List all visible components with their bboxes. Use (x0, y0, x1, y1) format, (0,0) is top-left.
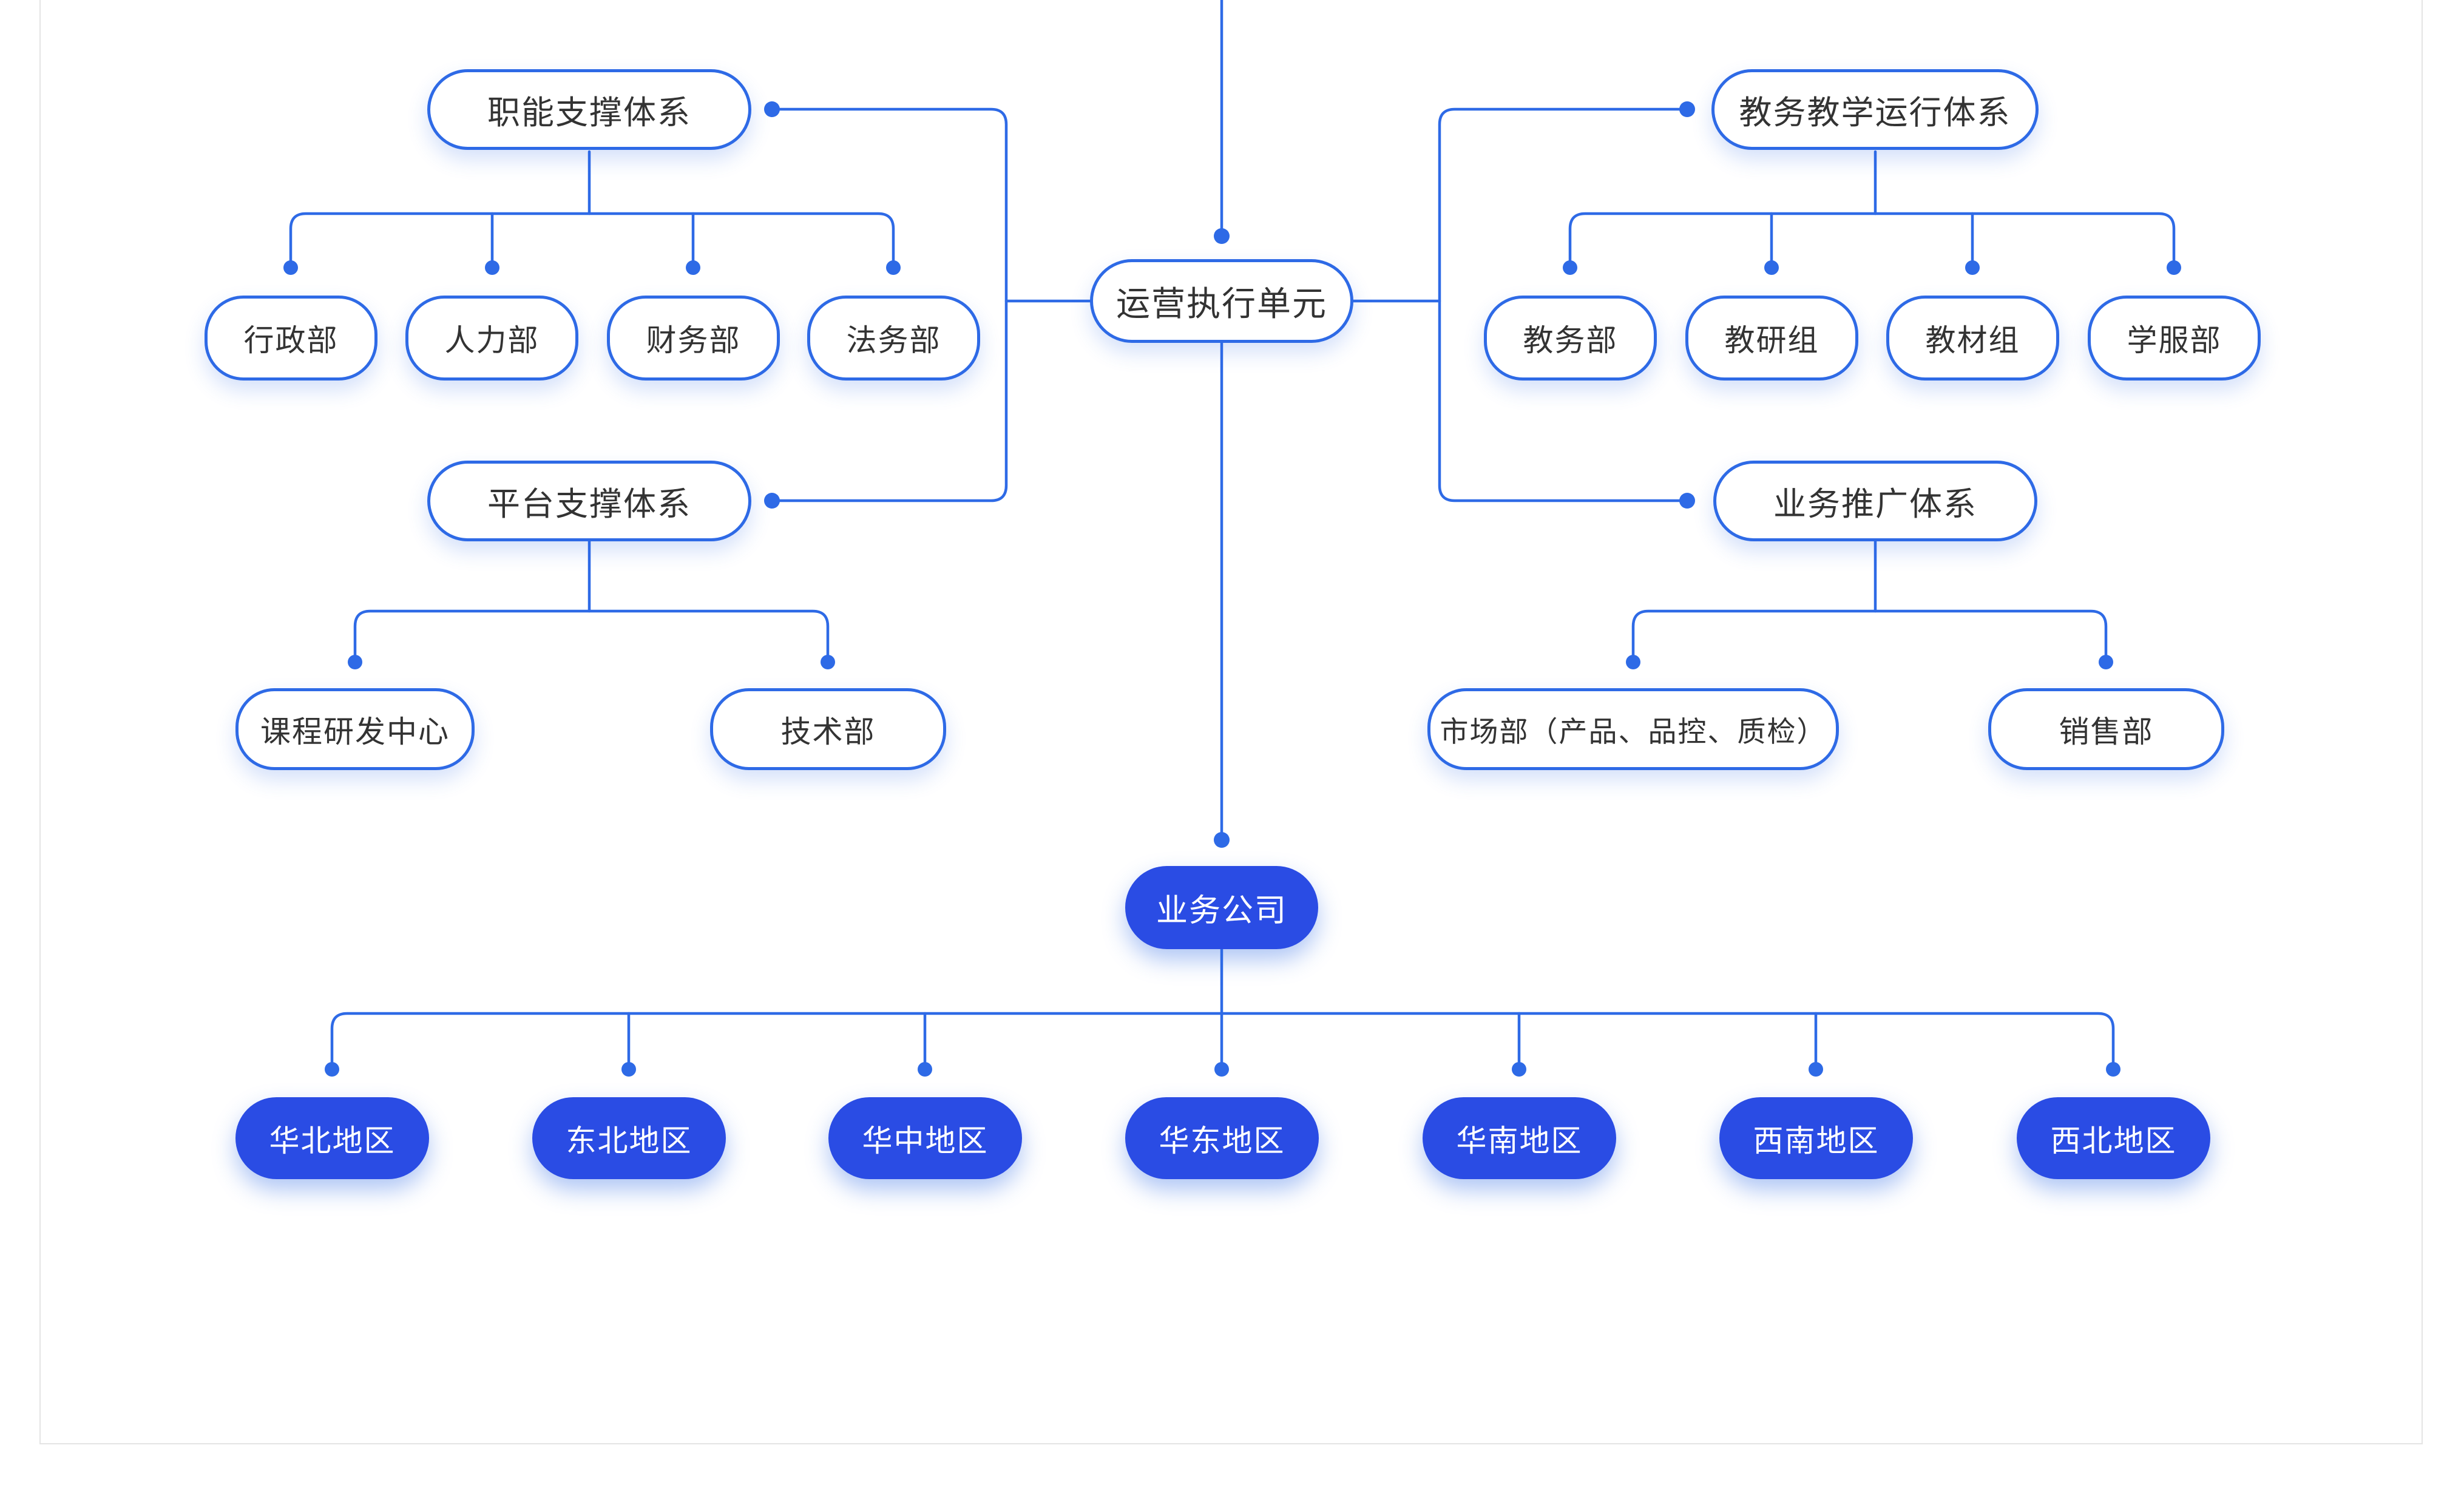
connector-dist-promotion (1631, 609, 2108, 661)
dot (918, 1062, 932, 1077)
node-student-service-dept[interactable]: 学服部 (2088, 296, 2261, 381)
connector-dots (283, 101, 2181, 1077)
dot (686, 260, 700, 275)
dot (1764, 260, 1779, 275)
node-region-east-china[interactable]: 华东地区 (1125, 1097, 1319, 1179)
dot (886, 260, 901, 275)
dot (621, 1062, 636, 1077)
node-admin-dept[interactable]: 行政部 (205, 296, 377, 381)
node-region-southwest[interactable]: 西南地区 (1719, 1097, 1913, 1179)
dot-academic (1679, 101, 1695, 117)
node-region-northeast[interactable]: 东北地区 (532, 1097, 726, 1179)
dot (1809, 1062, 1823, 1077)
dot-above-company (1214, 832, 1230, 848)
connector-dist-platform (353, 609, 830, 661)
node-academic-operation-system[interactable]: 教务教学运行体系 (1711, 69, 2039, 150)
dot (2099, 655, 2113, 669)
connector-dist-academic (1568, 212, 2176, 266)
node-marketing-dept[interactable]: 市场部（产品、品控、质检） (1427, 688, 1839, 770)
dot (821, 655, 835, 669)
node-teaching-research-group[interactable]: 教研组 (1685, 296, 1858, 381)
node-region-north-china[interactable]: 华北地区 (235, 1097, 429, 1179)
dot (485, 260, 499, 275)
node-region-central-china[interactable]: 华中地区 (828, 1097, 1022, 1179)
dot (1626, 655, 1640, 669)
dot (1965, 260, 1980, 275)
dot-promotion (1679, 493, 1695, 509)
node-platform-support-system[interactable]: 平台支撑体系 (427, 461, 751, 541)
node-region-south-china[interactable]: 华南地区 (1423, 1097, 1616, 1179)
node-sales-dept[interactable]: 销售部 (1988, 688, 2224, 770)
node-functional-support-system[interactable]: 职能支撑体系 (427, 69, 751, 150)
node-operations-execution-unit[interactable]: 运营执行单元 (1090, 259, 1353, 343)
dot (1512, 1062, 1526, 1077)
node-finance-dept[interactable]: 财务部 (607, 296, 780, 381)
dot-platform (764, 493, 780, 509)
node-region-northwest[interactable]: 西北地区 (2017, 1097, 2210, 1179)
dot (1563, 260, 1577, 275)
node-academic-affairs-dept[interactable]: 教务部 (1484, 296, 1657, 381)
node-course-rd-center[interactable]: 课程研发中心 (235, 688, 475, 770)
dot (2106, 1062, 2120, 1077)
node-legal-dept[interactable]: 法务部 (807, 296, 980, 381)
dot (283, 260, 298, 275)
node-business-promotion-system[interactable]: 业务推广体系 (1713, 461, 2037, 541)
node-hr-dept[interactable]: 人力部 (405, 296, 578, 381)
dot-functional (764, 101, 780, 117)
dot-above-root (1214, 228, 1230, 244)
node-tech-dept[interactable]: 技术部 (710, 688, 946, 770)
connector-left-bracket (770, 107, 1008, 502)
dot (1214, 1062, 1229, 1077)
connector-right-bracket (1438, 107, 1689, 502)
node-business-company[interactable]: 业务公司 (1125, 866, 1318, 949)
connector-dist-regions (330, 1012, 2115, 1068)
node-textbook-group[interactable]: 教材组 (1886, 296, 2059, 381)
dot (325, 1062, 339, 1077)
connector-dist-functional (289, 212, 895, 266)
dot (2167, 260, 2181, 275)
dot (348, 655, 362, 669)
connector-lines (289, 0, 2176, 1068)
